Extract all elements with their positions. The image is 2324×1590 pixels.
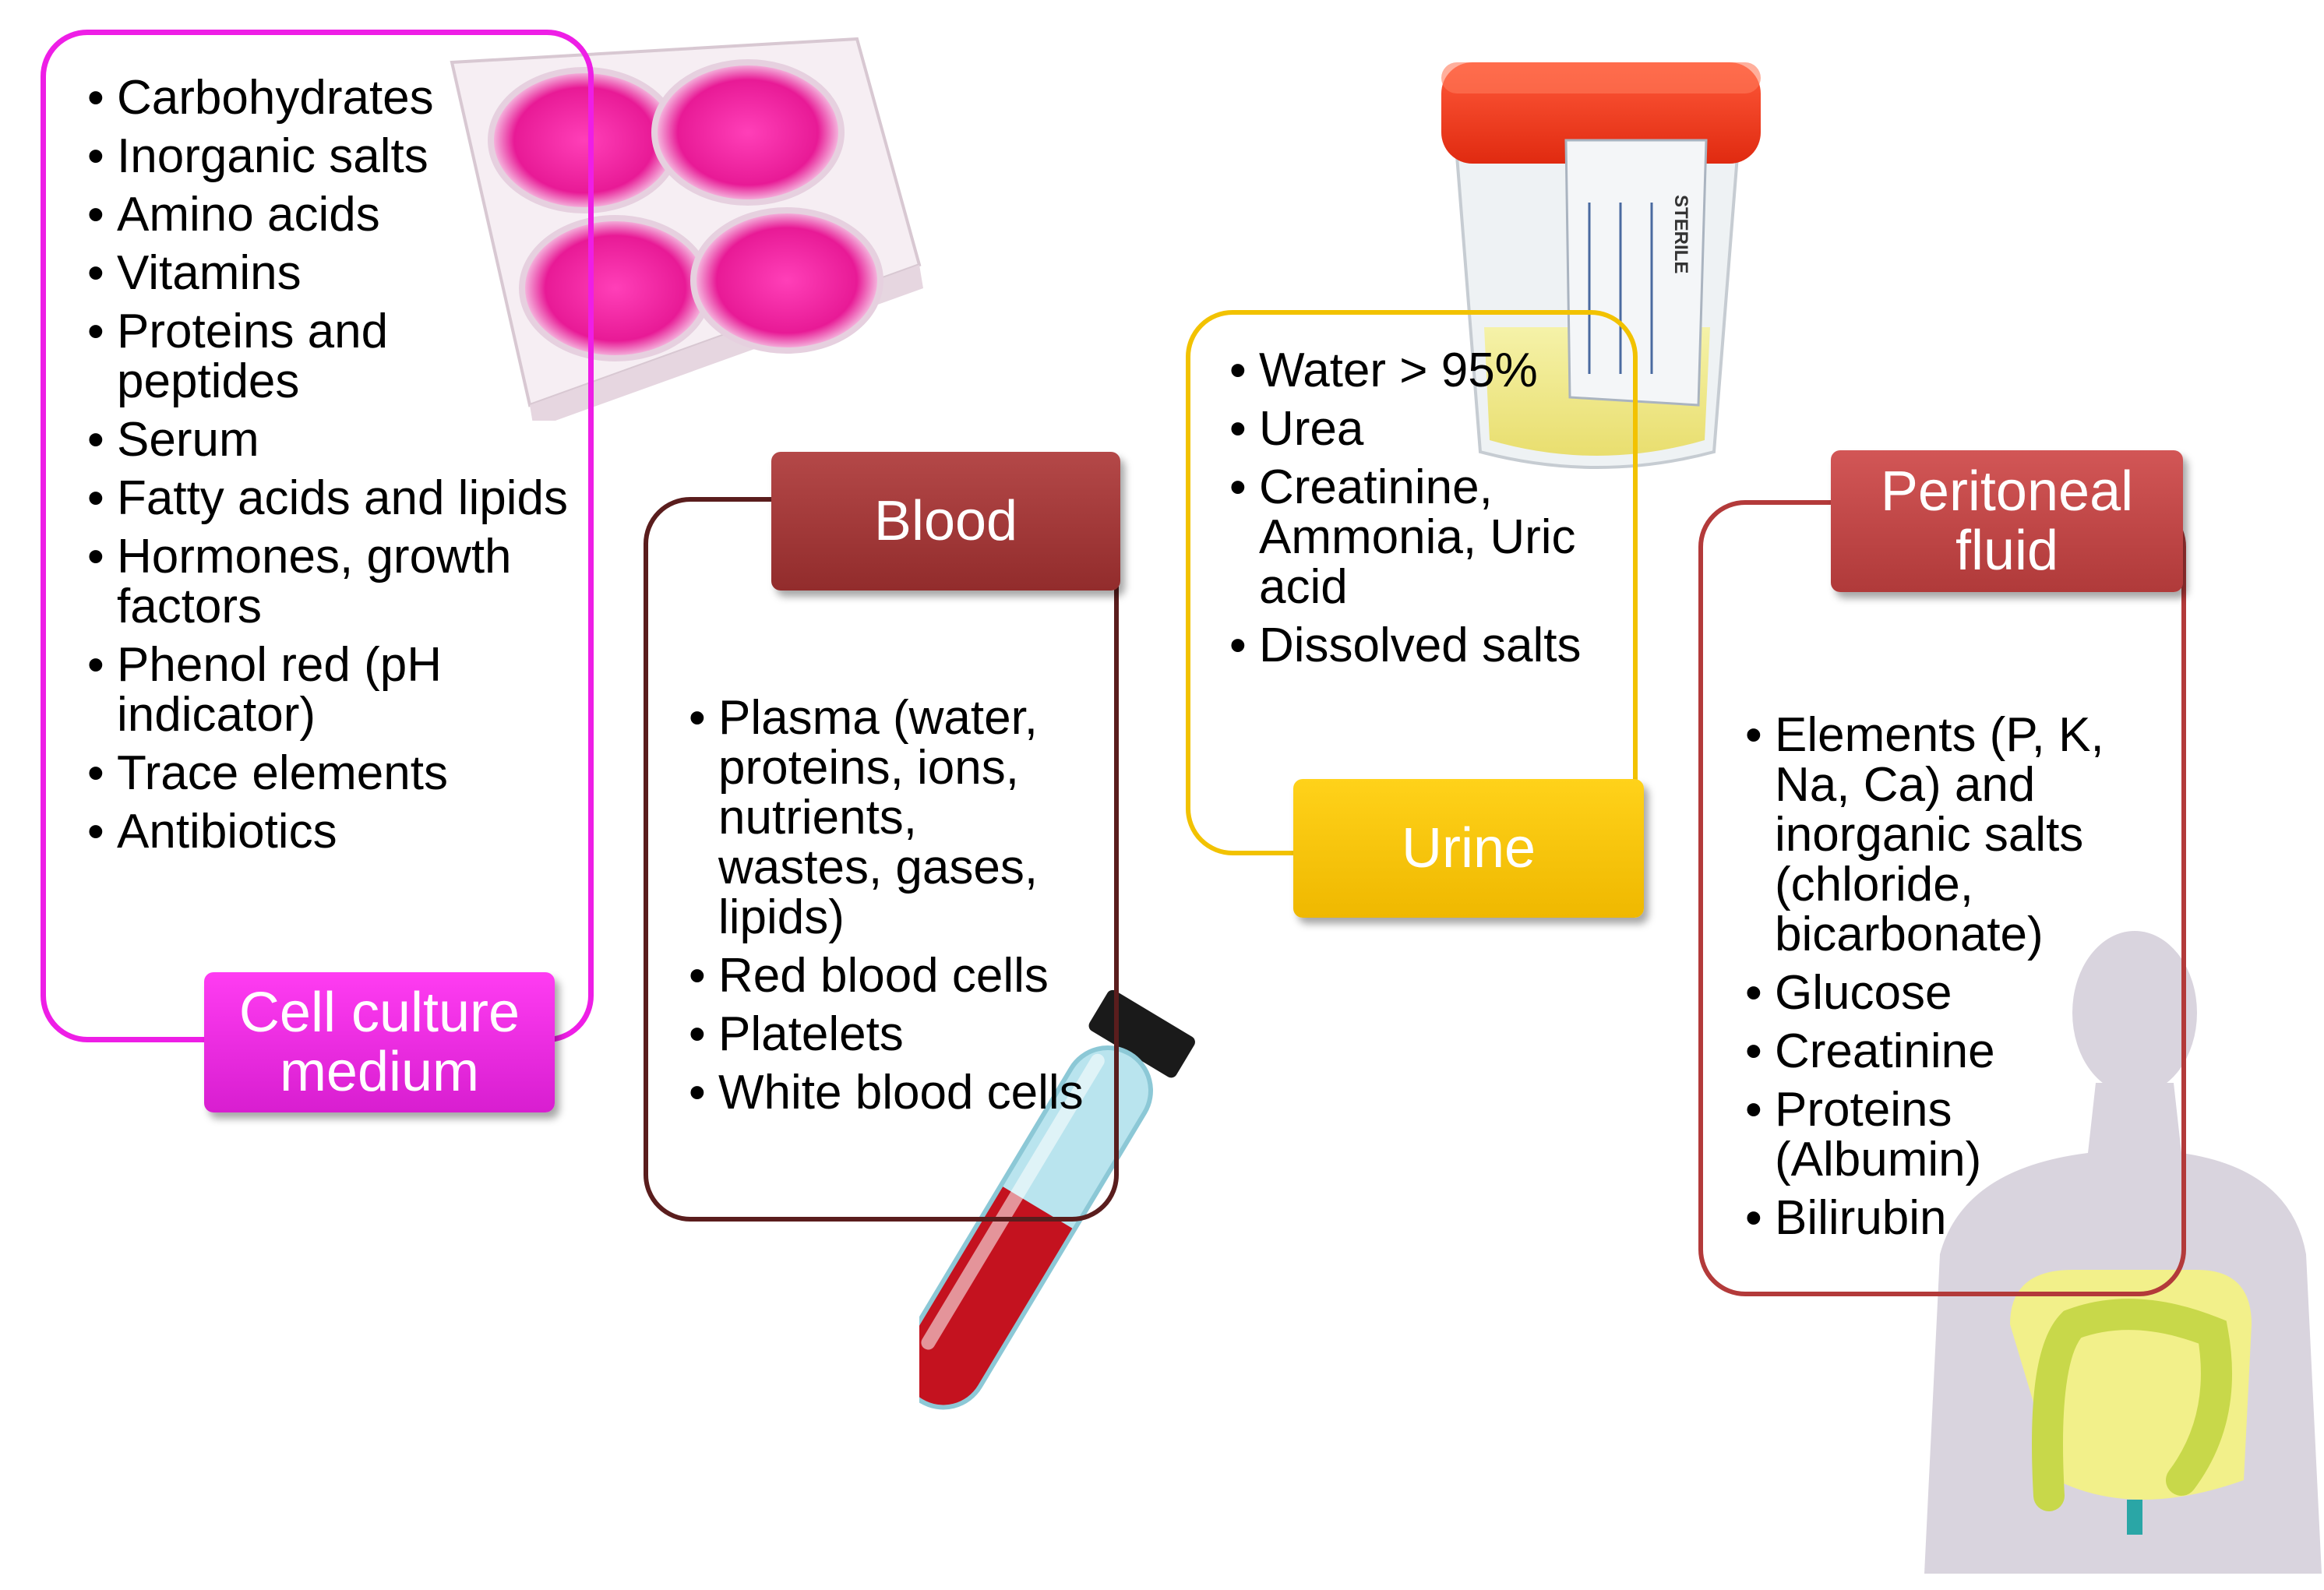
blood-list-item: Platelets [689,1010,1094,1060]
blood-test-tube-image [919,989,1195,1410]
cell-culture-list-item: Vitamins [87,249,570,299]
sterile-label: STERILE [1670,195,1691,273]
blood-list-item: Plasma (water, proteins, ions, nutrients… [689,693,1094,943]
cell-culture-list-item: Trace elements [87,749,570,799]
cell-culture-list: CarbohydratesInorganic saltsAmino acidsV… [87,73,570,866]
cell-culture-list-item: Fatty acids and lipids [87,474,570,524]
urine-title: Urine [1293,779,1644,918]
urine-list-item: Urea [1229,404,1619,455]
cell-culture-title: Cell culture medium [204,972,555,1112]
urine-list: Water > 95% UreaCreatinine, Ammonia, Uric… [1229,346,1619,679]
peritoneal-list: Elements (P, K, Na, Ca) and inorganic sa… [1745,710,2166,1252]
blood-list: Plasma (water, proteins, ions, nutrients… [689,693,1094,1126]
blood-list-item: White blood cells [689,1068,1094,1119]
cell-culture-list-item: Antibiotics [87,807,570,858]
cell-culture-list-item: Phenol red (pH indicator) [87,640,570,740]
urine-list-item: Dissolved salts [1229,621,1619,672]
cell-culture-list-item: Inorganic salts [87,132,570,182]
peritoneal-list-item: Bilirubin [1745,1193,2166,1244]
urine-list-item: Water > 95% [1229,346,1619,397]
cell-culture-list-item: Amino acids [87,190,570,241]
peritoneal-title: Peritoneal fluid [1831,450,2183,592]
urine-list-item: Creatinine, Ammonia, Uric acid [1229,463,1619,612]
cell-culture-list-item: Hormones, growth factors [87,532,570,632]
blood-list-item: Red blood cells [689,951,1094,1002]
peritoneal-list-item: Glucose [1745,968,2166,1019]
peritoneal-list-item: Elements (P, K, Na, Ca) and inorganic sa… [1745,710,2166,960]
peritoneal-list-item: Creatinine [1745,1027,2166,1077]
cell-culture-list-item: Carbohydrates [87,73,570,124]
blood-title: Blood [771,452,1120,591]
peritoneal-list-item: Proteins (Albumin) [1745,1085,2166,1185]
cell-culture-list-item: Serum [87,415,570,466]
cell-culture-list-item: Proteins and peptides [87,307,570,407]
